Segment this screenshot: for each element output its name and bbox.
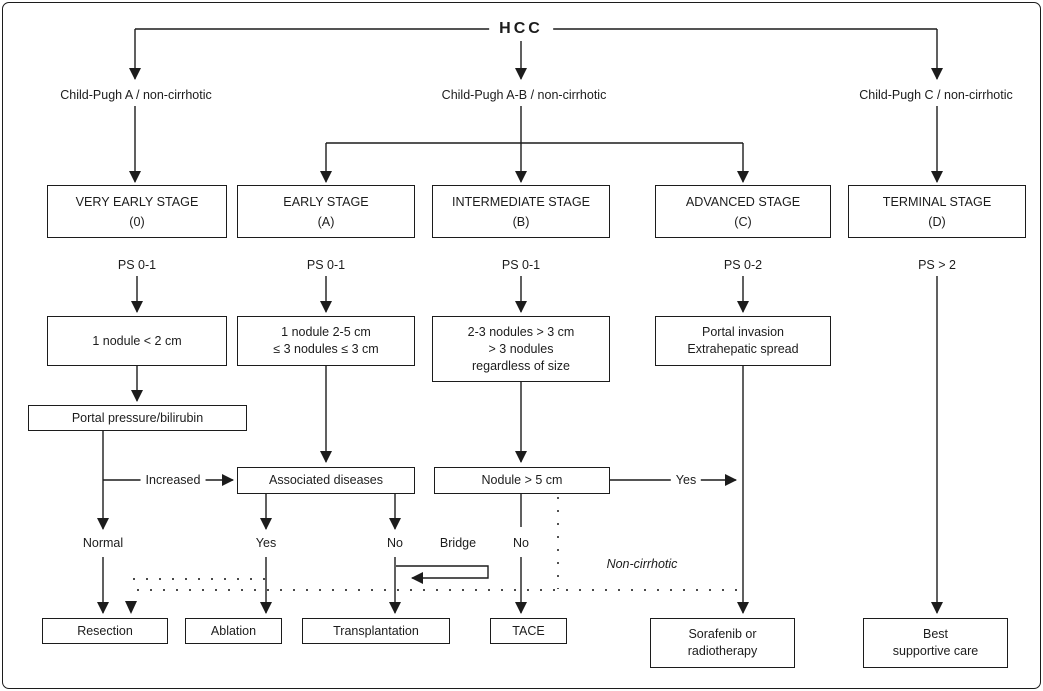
root-node-hcc: HCC [489,18,553,40]
edge-label-assoc-no: No [387,536,403,550]
stage-code: (0) [129,214,145,229]
criteria-line: ≤ 3 nodules ≤ 3 cm [273,342,379,356]
stage-name: VERY EARLY STAGE [75,194,199,209]
treatment-text: Best [922,627,948,641]
stage-code: (B) [512,214,530,229]
criteria-line: regardless of size [472,358,570,373]
treatment-text: Transplantation [333,623,419,638]
edge-label-normal: Normal [82,536,124,550]
stage-code: (D) [928,214,946,229]
stage-code: (C) [734,214,752,229]
stage-box-terminal: TERMINAL STAGE (D) [848,185,1026,238]
dotted-arrowhead-to-resection [125,601,137,614]
decision-box-associated-diseases: Associated diseases [237,467,415,494]
criteria-box-advanced: Portal invasion Extrahepatic spread [655,316,831,366]
stage-name: EARLY STAGE [283,194,369,209]
decision-text: Associated diseases [269,473,383,487]
stage-box-early: EARLY STAGE (A) [237,185,415,238]
stage-code: (A) [317,214,335,229]
treatment-text: radiotherapy [687,644,758,658]
decision-text: Nodule > 5 cm [481,473,563,487]
edge-label-increased: Increased [140,473,206,488]
edge-label-bridge: Bridge [439,536,477,550]
branch-label-child-pugh-c: Child-Pugh C / non-cirrhotic [859,88,1013,102]
criteria-line: Portal invasion [702,325,784,339]
branch-label-child-pugh-a: Child-Pugh A / non-cirrhotic [60,88,212,102]
stage-name: TERMINAL STAGE [882,194,992,209]
stage-name: INTERMEDIATE STAGE [451,194,591,209]
edge-label-non-cirrhotic: Non-cirrhotic [606,557,678,571]
edge-label-nodule-no: No [513,536,529,550]
stage-name: ADVANCED STAGE [685,194,801,209]
stage-box-advanced: ADVANCED STAGE (C) [655,185,831,238]
criteria-box-intermediate: 2-3 nodules > 3 cm > 3 nodules regardles… [432,316,610,382]
decision-text: Portal pressure/bilirubin [71,410,204,425]
criteria-line: > 3 nodules [488,341,554,356]
treatment-box-resection: Resection [42,618,168,644]
criteria-line: Extrahepatic spread [687,342,799,356]
treatment-text: Sorafenib or [688,627,757,641]
treatment-box-transplantation: Transplantation [302,618,450,644]
edge-label-nodule-yes: Yes [670,473,702,488]
ps-label-early: PS 0-1 [306,258,346,272]
ps-label-advanced: PS 0-2 [723,258,763,272]
criteria-line: 1 nodule < 2 cm [92,333,182,348]
edge-bridge-loop [396,565,489,584]
edge-label-assoc-yes: Yes [255,536,277,550]
treatment-box-tace: TACE [490,618,567,644]
decision-box-nodule-size: Nodule > 5 cm [434,467,610,494]
ps-label-intermediate: PS 0-1 [501,258,541,272]
decision-box-portal-pressure: Portal pressure/bilirubin [28,405,247,431]
criteria-box-very-early: 1 nodule < 2 cm [47,316,227,366]
ps-label-very-early: PS 0-1 [117,258,157,272]
treatment-box-sorafenib: Sorafenib or radiotherapy [650,618,795,668]
treatment-text: Resection [77,623,133,638]
criteria-line: 1 nodule 2-5 cm [281,325,371,339]
branch-label-child-pugh-ab: Child-Pugh A-B / non-cirrhotic [441,88,607,102]
treatment-box-best-supportive-care: Best supportive care [863,618,1008,668]
criteria-line: 2-3 nodules > 3 cm [467,324,575,339]
criteria-box-early: 1 nodule 2-5 cm ≤ 3 nodules ≤ 3 cm [237,316,415,366]
treatment-text: supportive care [892,644,979,658]
treatment-box-ablation: Ablation [185,618,282,644]
stage-box-very-early: VERY EARLY STAGE (0) [47,185,227,238]
treatment-text: Ablation [210,623,257,638]
ps-label-terminal: PS > 2 [918,258,956,272]
treatment-text: TACE [512,623,545,638]
stage-box-intermediate: INTERMEDIATE STAGE (B) [432,185,610,238]
